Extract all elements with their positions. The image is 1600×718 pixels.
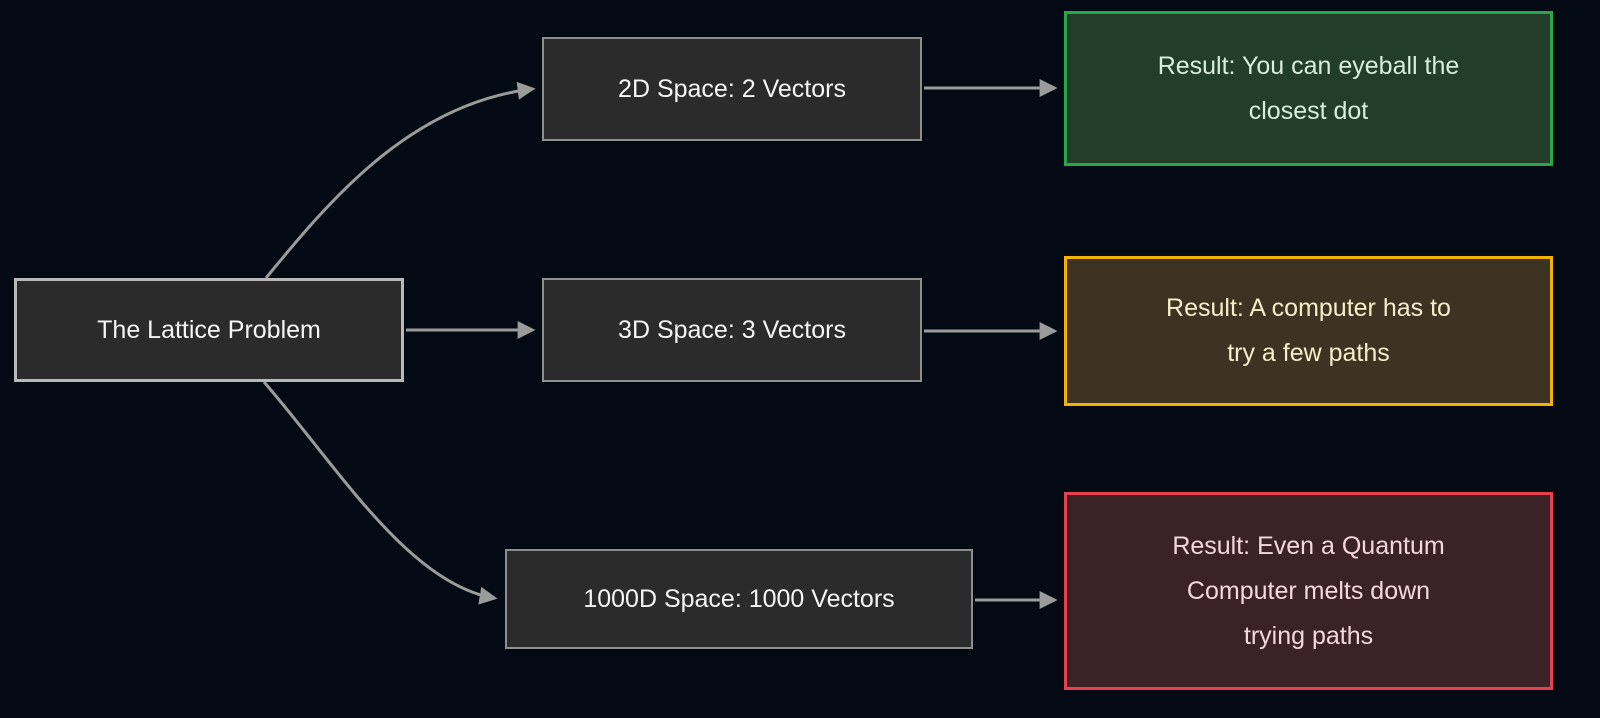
result-1000d-line-2: Computer melts down: [1186, 576, 1431, 605]
node-result-2d-label: Result: You can eyeball the closest dot: [1158, 44, 1460, 134]
node-1000d-space-label: 1000D Space: 1000 Vectors: [583, 584, 895, 613]
result-1000d-line-3: trying paths: [1243, 621, 1374, 650]
edge-root-to-2d: [264, 81, 536, 279]
result-3d-line-1: Result: A computer has to: [1166, 294, 1451, 322]
result-2d-line-1: Result: You can eyeball the: [1157, 51, 1460, 80]
node-lattice-problem: The Lattice Problem: [14, 278, 404, 382]
result-3d-line-2: try a few paths: [1227, 339, 1390, 367]
result-2d-line-2: closest dot: [1248, 96, 1369, 125]
node-2d-space: 2D Space: 2 Vectors: [542, 37, 922, 141]
node-result-2d: Result: You can eyeball the closest dot: [1064, 11, 1553, 166]
edge-root-to-1000d: [262, 381, 498, 605]
node-3d-space-label: 3D Space: 3 Vectors: [618, 315, 846, 344]
node-2d-space-label: 2D Space: 2 Vectors: [618, 74, 846, 103]
node-result-1000d: Result: Even a Quantum Computer melts do…: [1064, 492, 1553, 690]
node-lattice-problem-label: The Lattice Problem: [97, 315, 321, 344]
node-3d-space: 3D Space: 3 Vectors: [542, 278, 922, 382]
node-result-3d: Result: A computer has to try a few path…: [1064, 256, 1553, 406]
node-result-1000d-label: Result: Even a Quantum Computer melts do…: [1172, 524, 1444, 659]
node-result-3d-label: Result: A computer has to try a few path…: [1166, 286, 1451, 376]
result-1000d-line-1: Result: Even a Quantum: [1172, 531, 1445, 560]
node-1000d-space: 1000D Space: 1000 Vectors: [505, 549, 973, 649]
